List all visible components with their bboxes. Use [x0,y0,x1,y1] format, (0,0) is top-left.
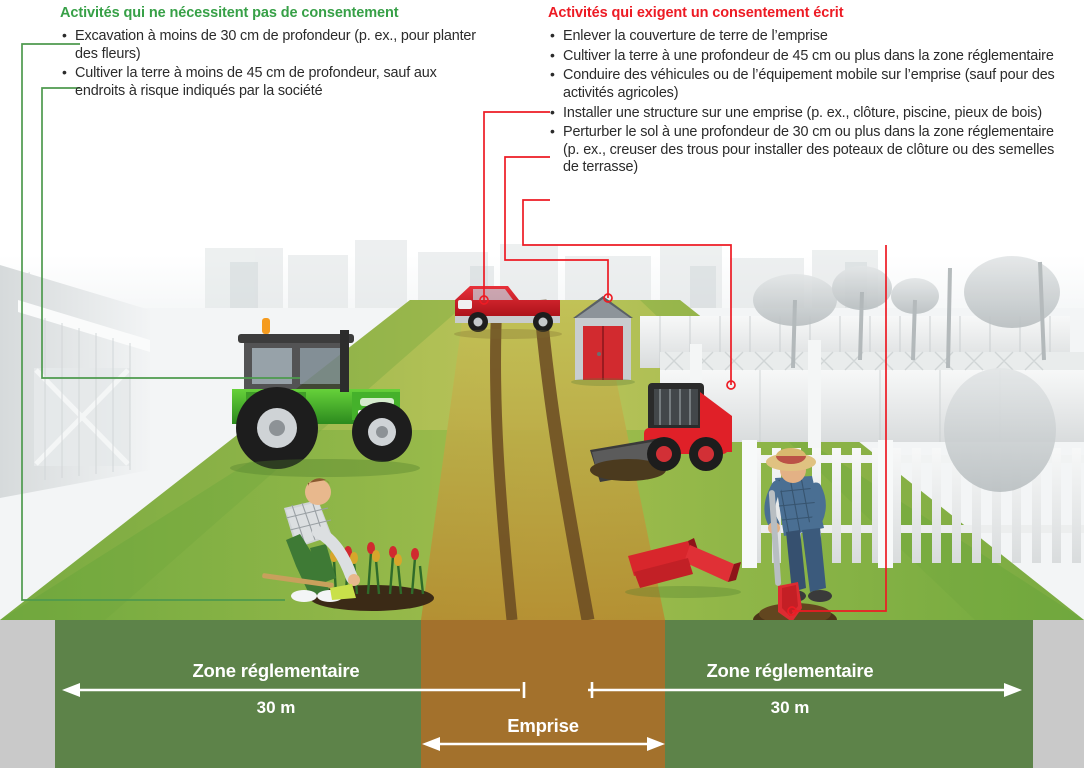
list-item: Perturber le sol à une profondeur de 30 … [548,123,1068,177]
list-item: Installer une structure sur une emprise … [548,104,1068,123]
list-item: Enlever la couverture de terre de l’empr… [548,27,1068,46]
right-zone-distance: 30 m [770,698,810,717]
right-callout-column: Activités qui exigent un consentement éc… [548,4,1068,179]
left-zone-distance: 30 m [256,698,296,717]
band-regulated-zone-right [665,620,1033,768]
list-item: Cultiver la terre à une profondeur de 45… [548,47,1068,66]
right-bullet-list: Enlever la couverture de terre de l’empr… [548,27,1068,177]
band-arrows [62,682,1022,751]
band-gray-left [0,620,55,768]
right-zone-label: Zone réglementaire [706,660,874,681]
list-item: Cultiver la terre à moins de 45 cm de pr… [60,64,490,100]
cross-section-band: Zone réglementaire 30 m Zone réglementai… [0,620,1084,768]
center-zone-label: Emprise [507,715,579,736]
band-regulated-zone-left [55,620,421,768]
list-item: Excavation à moins de 30 cm de profondeu… [60,27,490,63]
right-column-heading: Activités qui exigent un consentement éc… [548,5,844,21]
left-callout-column: Activités qui ne nécessitent pas de cons… [60,4,490,103]
band-gray-right [1033,620,1084,768]
left-zone-label: Zone réglementaire [192,660,360,681]
list-item: Conduire des véhicules ou de l’équipemen… [548,66,1068,102]
left-bullet-list: Excavation à moins de 30 cm de profondeu… [60,27,490,100]
left-column-heading: Activités qui ne nécessitent pas de cons… [60,5,399,21]
